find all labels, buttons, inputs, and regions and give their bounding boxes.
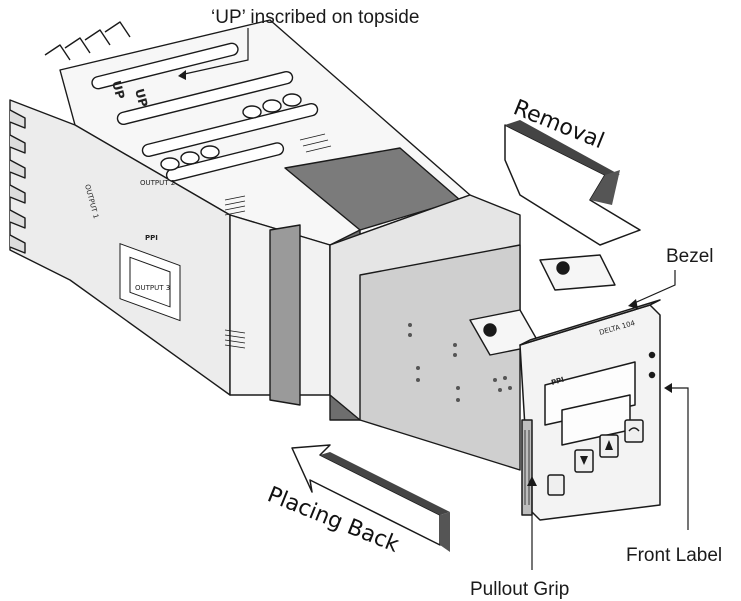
bezel-leader xyxy=(629,270,676,306)
connection-label xyxy=(119,242,181,322)
inner-chassis xyxy=(329,194,616,471)
label-output2: OUTPUT 2 xyxy=(140,179,175,187)
label-output3: OUTPUT 3 xyxy=(135,284,170,292)
front-label-leader xyxy=(668,387,689,530)
chassis-top-flap xyxy=(539,254,616,291)
up-note-callout: ‘UP’ inscribed on topside xyxy=(211,7,419,28)
leader-lines xyxy=(178,28,689,570)
chassis-side-face xyxy=(359,244,521,471)
menu-key[interactable] xyxy=(547,474,565,496)
bezel-callout: Bezel xyxy=(666,246,714,267)
label-brand: PPI xyxy=(145,234,158,242)
keypad xyxy=(547,419,644,496)
front-label-callout: Front Label xyxy=(626,545,722,566)
placing-back-arrow xyxy=(291,444,450,552)
front-bezel xyxy=(519,299,661,521)
up-leader xyxy=(179,28,249,76)
front-brand: PPI xyxy=(550,376,565,387)
up-mark-1: UP xyxy=(109,79,127,101)
up-mark-2: UP xyxy=(132,87,150,109)
pullout-grip-bar[interactable] xyxy=(521,419,533,516)
pullout-grip-callout: Pullout Grip xyxy=(470,579,569,600)
removal-arrow xyxy=(504,120,641,246)
enter-key[interactable] xyxy=(624,419,644,443)
